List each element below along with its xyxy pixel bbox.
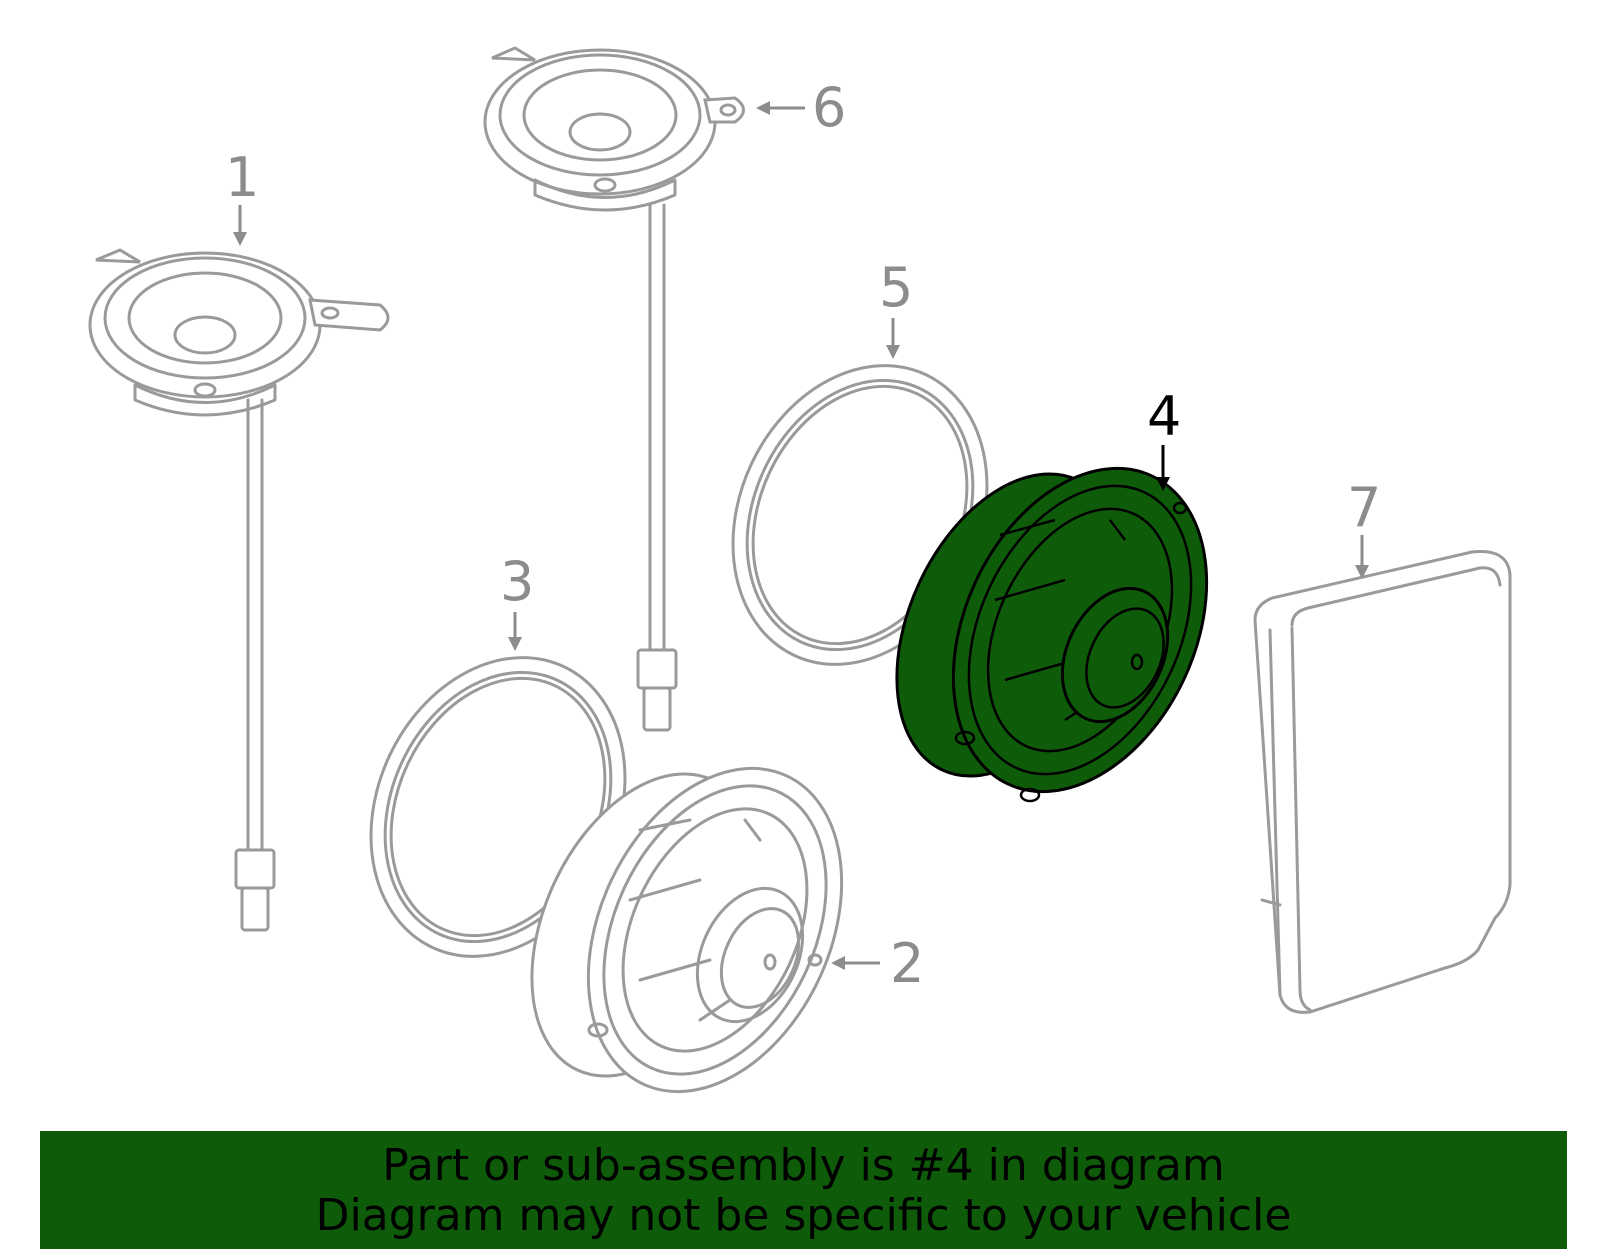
callout-3: 3 bbox=[500, 550, 534, 613]
part-6-speaker[interactable] bbox=[483, 46, 745, 732]
callout-arrow-5 bbox=[886, 318, 900, 359]
callout-2: 2 bbox=[890, 932, 924, 995]
callout-6: 6 bbox=[812, 76, 846, 139]
callout-arrow-6 bbox=[756, 101, 805, 115]
banner-line-1: Part or sub-assembly is #4 in diagram bbox=[382, 1140, 1225, 1191]
callout-1: 1 bbox=[225, 146, 259, 209]
part-4-speaker-highlighted[interactable] bbox=[852, 427, 1256, 832]
callout-7: 7 bbox=[1347, 476, 1381, 539]
callout-5: 5 bbox=[879, 256, 913, 319]
callout-4: 4 bbox=[1147, 385, 1181, 448]
part-info-banner: Part or sub-assembly is #4 in diagram Di… bbox=[40, 1131, 1567, 1249]
callout-arrow-3 bbox=[508, 612, 522, 651]
callout-arrow-4 bbox=[1156, 445, 1170, 491]
callout-arrow-7 bbox=[1355, 535, 1369, 579]
part-1-speaker[interactable] bbox=[88, 248, 390, 932]
part-7-module[interactable] bbox=[1253, 549, 1512, 1014]
callout-arrow-1 bbox=[233, 205, 247, 246]
part-2-speaker[interactable] bbox=[487, 727, 891, 1132]
callout-arrow-2 bbox=[831, 956, 880, 970]
banner-line-2: Diagram may not be specific to your vehi… bbox=[315, 1190, 1292, 1241]
